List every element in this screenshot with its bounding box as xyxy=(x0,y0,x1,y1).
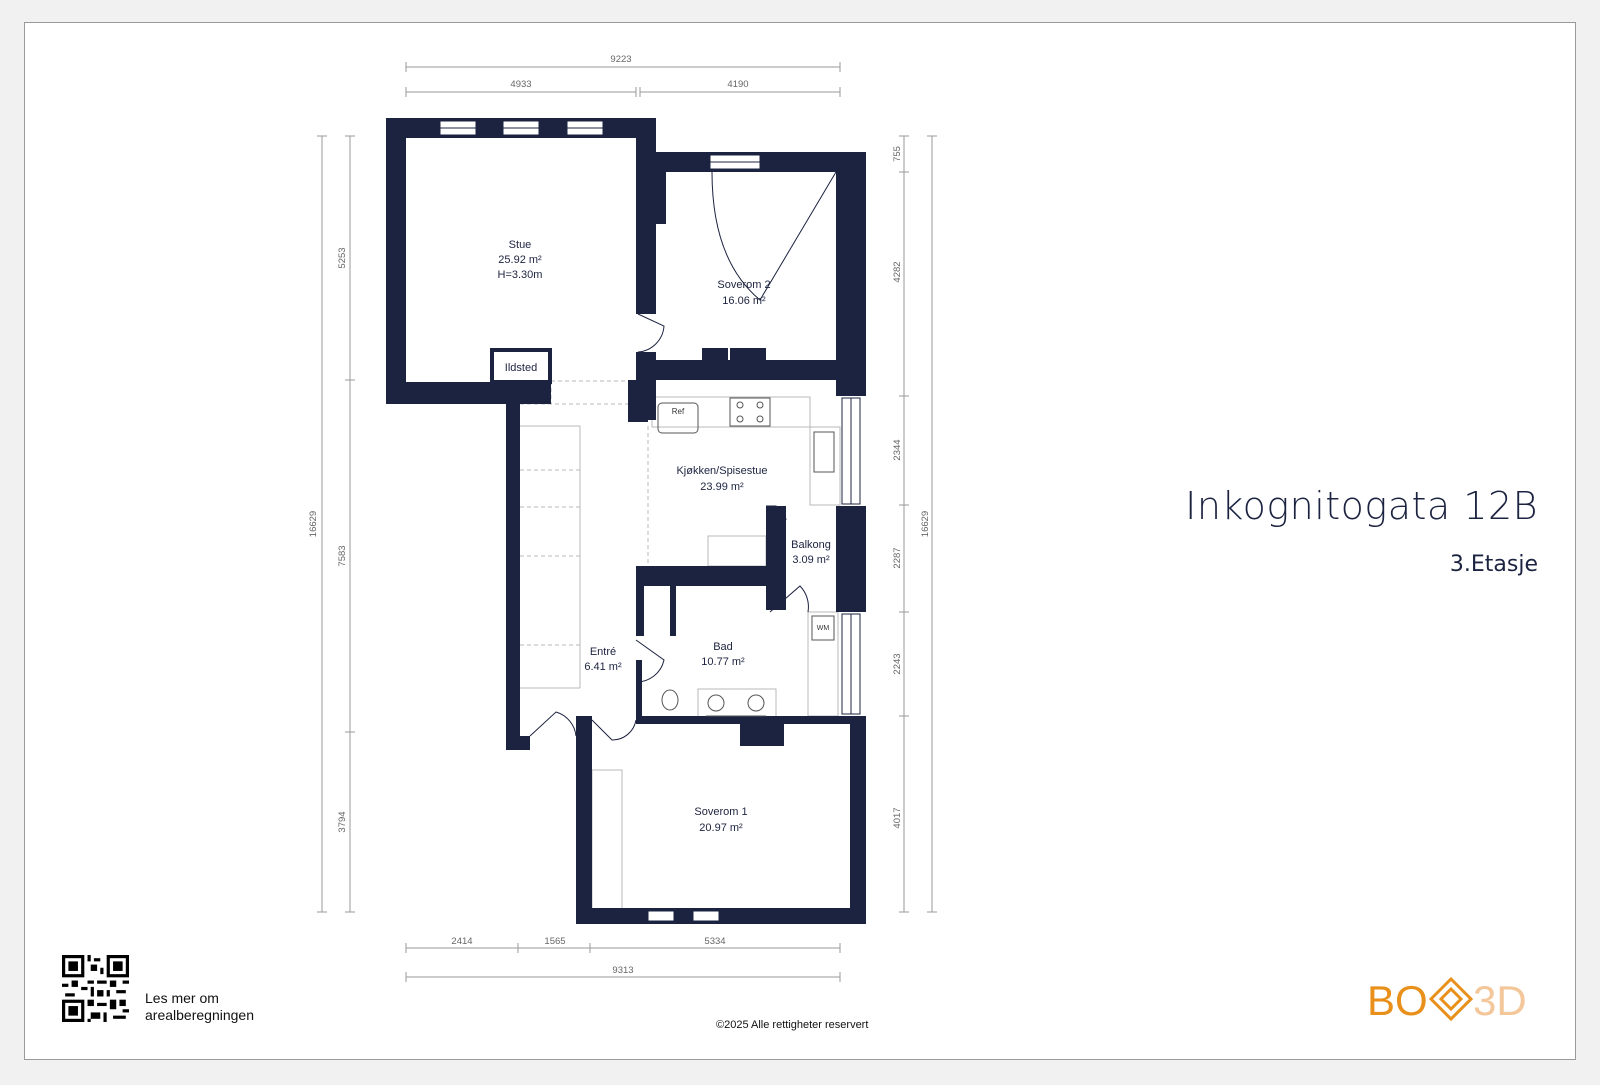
fireplace xyxy=(490,348,552,384)
door-swings xyxy=(529,171,837,741)
room-name-soverom2: Soverom 2 xyxy=(717,279,770,291)
dim-right-2: 4282 xyxy=(892,261,903,282)
logo-text-left: BO xyxy=(1367,977,1428,1023)
room-name-soverom1: Soverom 1 xyxy=(694,806,747,818)
dim-left-total: 16629 xyxy=(308,511,319,537)
walls xyxy=(386,118,866,924)
dim-right-3: 2344 xyxy=(892,439,903,460)
dim-right-4: 2287 xyxy=(892,547,903,568)
fridge-icon xyxy=(657,402,699,434)
window-lines xyxy=(440,127,852,714)
address-title: Inkognitogata 12B xyxy=(1185,484,1538,528)
interior-outlines xyxy=(520,380,841,911)
dim-left-3: 3794 xyxy=(337,811,348,832)
plan-frame xyxy=(24,22,1576,1060)
dim-bottom-3: 5334 xyxy=(704,936,725,947)
room-area-stue: 25.92 m² xyxy=(498,254,542,266)
dim-left-1: 5253 xyxy=(337,247,348,268)
floor-label: 3.Etasje xyxy=(1449,552,1538,577)
room-name-bad: Bad xyxy=(713,641,733,653)
logo-diamond-icon xyxy=(1428,976,1474,1022)
dim-bottom-total: 9313 xyxy=(612,965,633,976)
toilet-icon xyxy=(661,689,679,711)
qr-caption: Les mer om arealberegningen xyxy=(145,990,254,1024)
room-area-bad: 10.77 m² xyxy=(701,656,745,668)
dim-right-6: 4017 xyxy=(892,807,903,828)
dim-left-2: 7583 xyxy=(337,545,348,566)
dim-top-total: 9223 xyxy=(610,54,631,65)
room-name-stue: Stue xyxy=(509,239,532,251)
dim-top-right: 4190 xyxy=(727,79,748,90)
room-name-balkong: Balkong xyxy=(791,539,831,551)
basin-icon xyxy=(747,694,765,712)
dimension-labels: 9223 4933 4190 2414 1565 5334 9313 16629… xyxy=(308,54,931,976)
dim-right-total: 16629 xyxy=(920,511,931,537)
qr-caption-line2: arealberegningen xyxy=(145,1007,254,1023)
fixture-details xyxy=(657,397,835,717)
bo3d-logo: BO 3D xyxy=(1367,976,1527,1023)
logo-text-right: 3D xyxy=(1473,977,1527,1023)
fridge-label: Ref xyxy=(672,407,685,416)
room-height-stue: H=3.30m xyxy=(498,269,543,281)
dim-right-1: 755 xyxy=(892,146,903,162)
room-area-entre: 6.41 m² xyxy=(584,661,622,673)
sink-icon xyxy=(813,431,835,473)
dim-bottom-2: 1565 xyxy=(544,936,565,947)
room-labels: Stue 25.92 m² H=3.30m Soverom 2 16.06 m²… xyxy=(498,239,831,834)
room-area-balkong: 3.09 m² xyxy=(792,554,830,566)
dim-right-5: 2243 xyxy=(892,653,903,674)
dim-bottom-1: 2414 xyxy=(451,936,472,947)
washer-label: WM xyxy=(817,625,830,632)
dimension-lines xyxy=(317,62,937,982)
room-area-soverom2: 16.06 m² xyxy=(722,295,766,307)
dim-top-left: 4933 xyxy=(510,79,531,90)
washer-icon xyxy=(811,615,835,641)
qr-code[interactable] xyxy=(62,955,129,1022)
copyright: ©2025 Alle rettigheter reservert xyxy=(716,1019,869,1031)
room-name-entre: Entré xyxy=(590,646,616,658)
room-name-kjokken: Kjøkken/Spisestue xyxy=(676,465,767,477)
cooktop-icon xyxy=(729,397,771,427)
fireplace-label: Ildsted xyxy=(505,362,537,374)
basin-icon xyxy=(707,694,725,712)
room-area-soverom1: 20.97 m² xyxy=(699,822,743,834)
qr-caption-line1: Les mer om xyxy=(145,990,219,1006)
room-area-kjokken: 23.99 m² xyxy=(700,481,744,493)
